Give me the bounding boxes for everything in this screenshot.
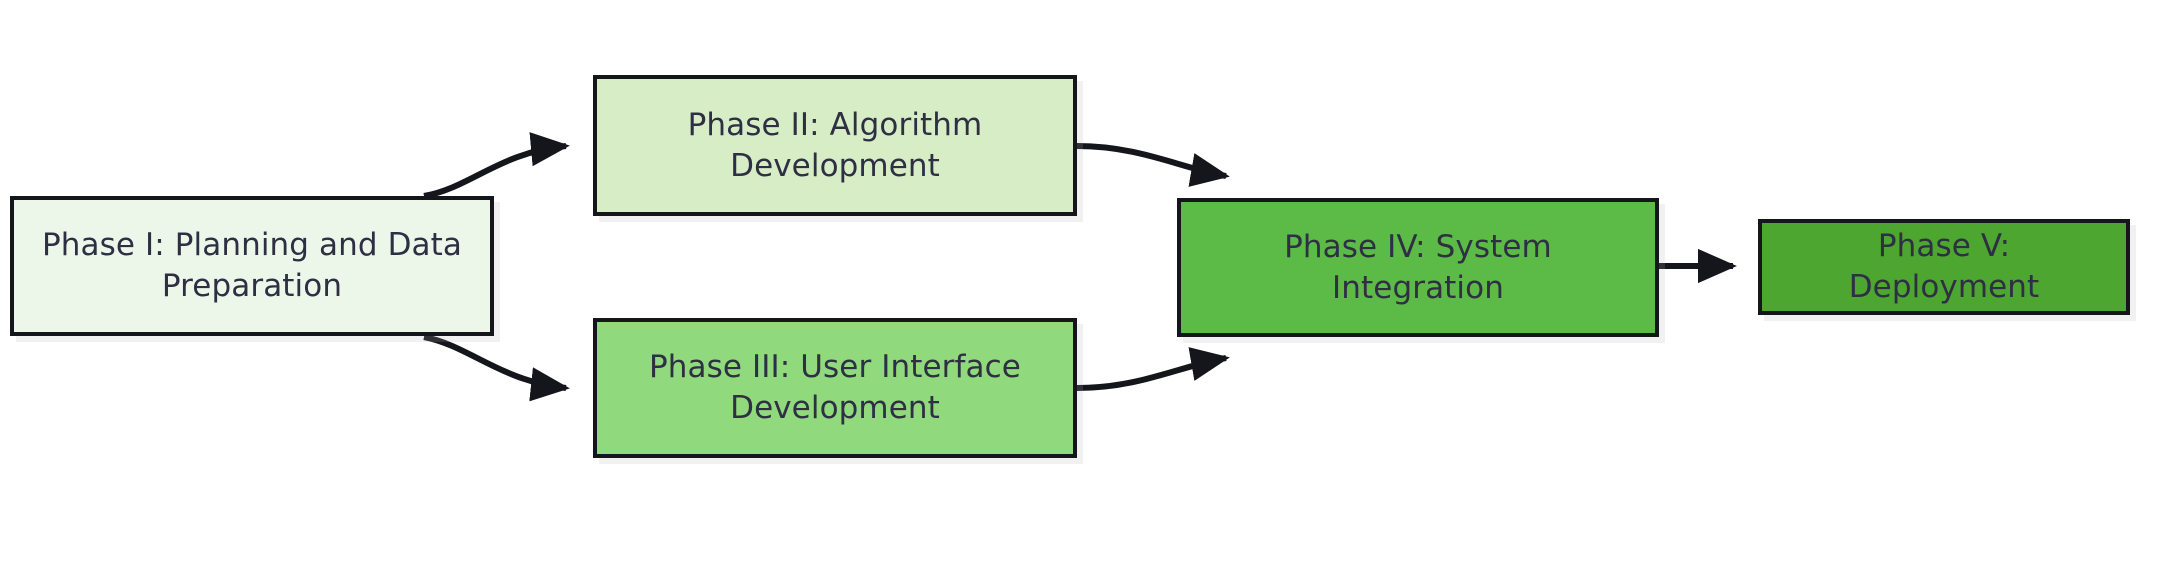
node-phase-v[interactable]: Phase V: Deployment bbox=[1758, 219, 2130, 315]
node-phase-iv-label: Phase IV: System Integration bbox=[1284, 228, 1552, 306]
node-phase-iii-label: Phase III: User Interface Development bbox=[649, 349, 1021, 426]
edge-p3-to-p4 bbox=[1076, 347, 1230, 391]
node-phase-iii[interactable]: Phase III: User Interface Development bbox=[593, 318, 1077, 458]
node-phase-ii-label: Phase II: Algorithm Development bbox=[687, 106, 983, 184]
node-phase-iv[interactable]: Phase IV: System Integration bbox=[1177, 198, 1659, 337]
node-phase-v-label: Phase V: Deployment bbox=[1848, 228, 2040, 305]
node-phase-ii[interactable]: Phase II: Algorithm Development bbox=[593, 75, 1077, 216]
edge-p1-to-p2 bbox=[423, 132, 570, 199]
edge-p2-to-p4 bbox=[1076, 143, 1230, 187]
node-phase-i[interactable]: Phase I: Planning and Data Preparation bbox=[10, 196, 494, 336]
node-phase-i-label: Phase I: Planning and Data Preparation bbox=[41, 227, 463, 304]
edge-p1-to-p3 bbox=[423, 334, 570, 402]
